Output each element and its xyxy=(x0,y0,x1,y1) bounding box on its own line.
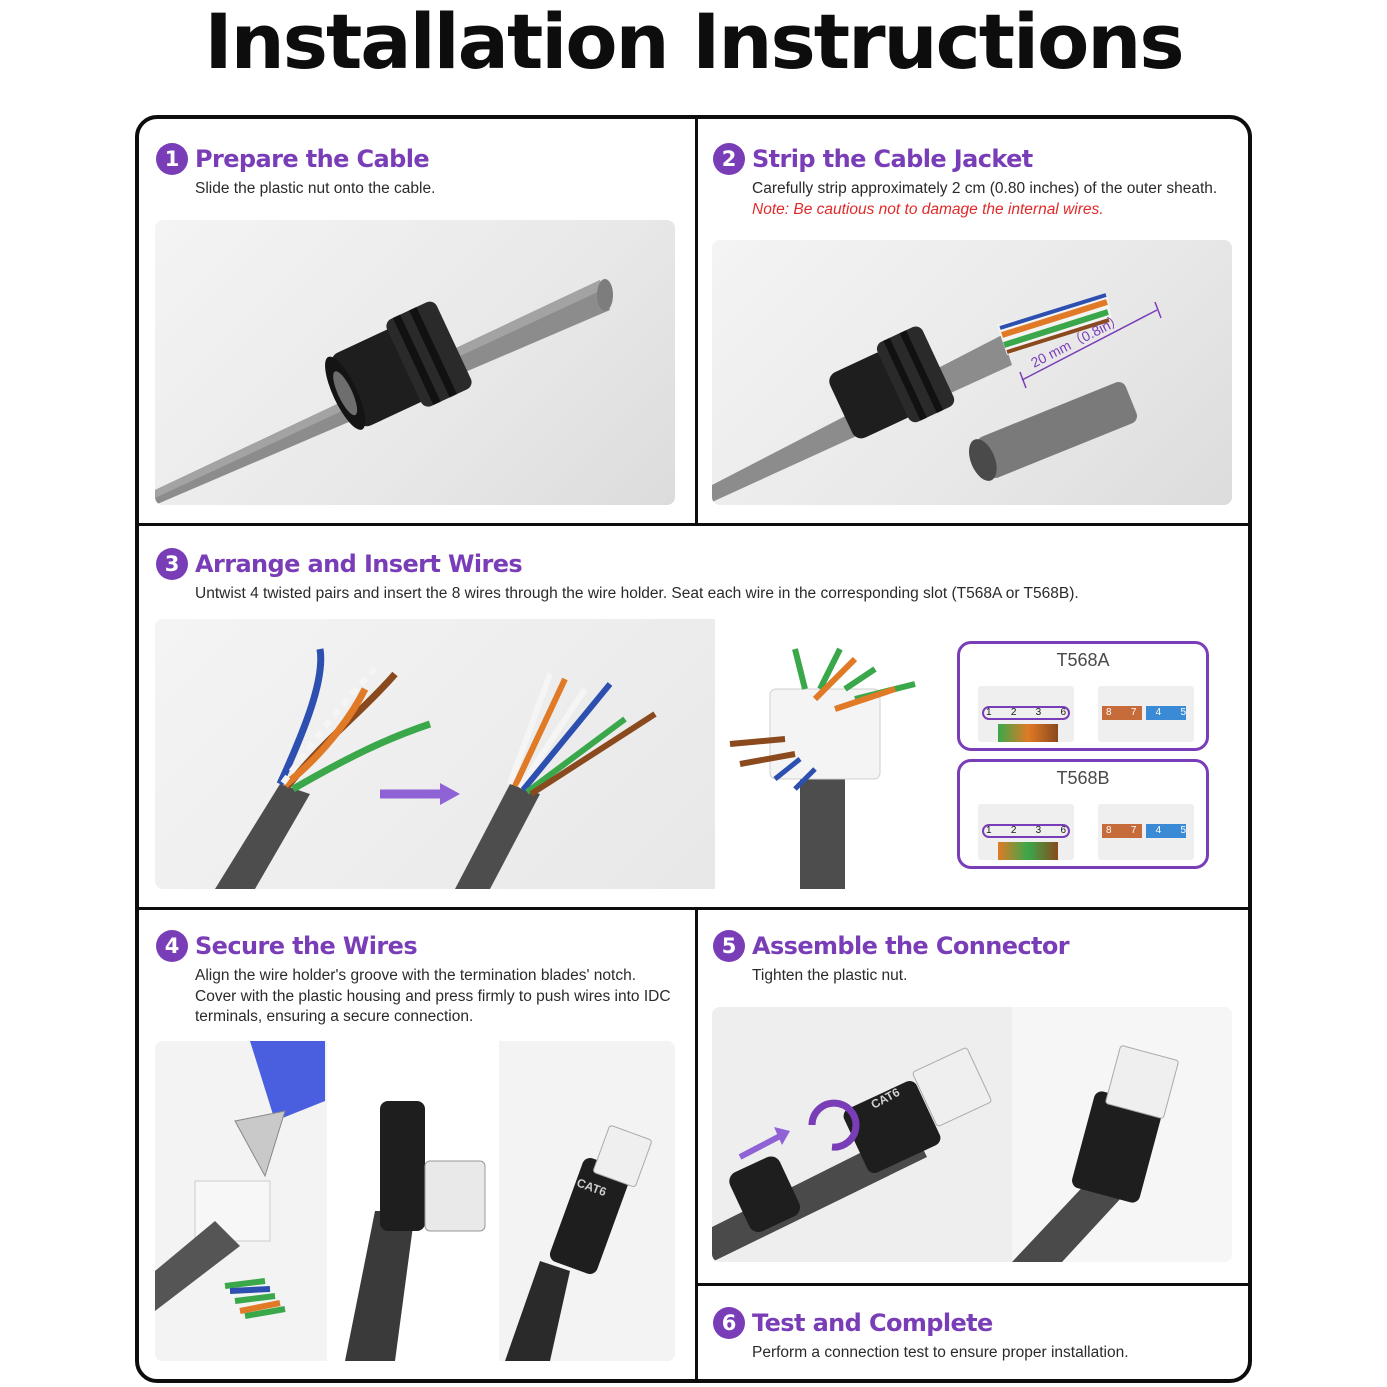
pin-label: 1 xyxy=(986,707,992,718)
step-number-badge: 6 xyxy=(713,1307,745,1339)
step-title: Arrange and Insert Wires xyxy=(195,550,523,578)
pin-label: 3 xyxy=(1035,825,1042,836)
wire-arrangement-photo: T568A 1 2 3 6 8 7 4 5 xyxy=(155,619,1232,889)
pin-label: 6 xyxy=(1060,707,1066,718)
t568b-panel: T568B 1 2 3 6 8 7 4 5 xyxy=(957,759,1209,869)
pin-label: 8 xyxy=(1106,825,1112,836)
divider xyxy=(695,1283,1248,1286)
standard-label: T568A xyxy=(1056,650,1110,670)
step-description: Untwist 4 twisted pairs and insert the 8… xyxy=(195,585,1079,602)
step-description: Slide the plastic nut onto the cable. xyxy=(195,180,436,197)
step-5: 5 Assemble the Connector Tighten the pla… xyxy=(713,930,1243,987)
divider xyxy=(695,907,698,1379)
step-number-badge: 2 xyxy=(713,143,745,175)
step-number-badge: 1 xyxy=(156,143,188,175)
step-3: 3 Arrange and Insert Wires Untwist 4 twi… xyxy=(156,548,1236,605)
step-title: Strip the Cable Jacket xyxy=(752,145,1033,173)
pin-label: 4 xyxy=(1155,707,1162,718)
plastic-nut xyxy=(325,301,472,430)
divider xyxy=(695,119,698,523)
pin-label: 8 xyxy=(1106,707,1112,718)
step-title: Secure the Wires xyxy=(195,932,418,960)
step-1: 1 Prepare the Cable Slide the plastic nu… xyxy=(156,143,676,200)
step-title: Test and Complete xyxy=(752,1309,993,1337)
pin-label: 7 xyxy=(1130,825,1137,836)
step-number-badge: 4 xyxy=(156,930,188,962)
pin-label: 5 xyxy=(1180,825,1186,836)
assemble-connector-photo: CAT6 xyxy=(712,1007,1232,1262)
divider xyxy=(139,523,1248,526)
step-number-badge: 3 xyxy=(156,548,188,580)
stripped-cable-photo: 20 mm（0.8in） xyxy=(712,240,1232,505)
pin-label: 3 xyxy=(1035,707,1042,718)
pin-label: 2 xyxy=(1010,825,1017,836)
secure-wires-photo: CAT6 xyxy=(155,1041,675,1361)
step-number-badge: 5 xyxy=(713,930,745,962)
pin-label: 6 xyxy=(1060,825,1066,836)
step-description: Tighten the plastic nut. xyxy=(752,967,908,984)
instructions-frame: 1 Prepare the Cable Slide the plastic nu… xyxy=(135,115,1252,1383)
step-title: Prepare the Cable xyxy=(195,145,430,173)
warning-note: Note: Be cautious not to damage the inte… xyxy=(752,200,1104,218)
step-description: Perform a connection test to ensure prop… xyxy=(752,1344,1129,1361)
cable-nut-photo xyxy=(155,220,675,505)
step-4: 4 Secure the Wires Align the wire holder… xyxy=(156,930,686,1028)
page-title: Installation Instructions xyxy=(204,0,1184,86)
standard-label: T568B xyxy=(1056,768,1110,788)
pin-label: 4 xyxy=(1155,825,1162,836)
pin-label: 2 xyxy=(1010,707,1017,718)
step-description: Carefully strip approximately 2 cm (0.80… xyxy=(752,180,1218,197)
step-6: 6 Test and Complete Perform a connection… xyxy=(713,1307,1243,1364)
divider xyxy=(139,907,1248,910)
pin-label: 5 xyxy=(1180,707,1186,718)
t568a-panel: T568A 1 2 3 6 8 7 4 5 xyxy=(957,641,1209,751)
step-2: 2 Strip the Cable Jacket Carefully strip… xyxy=(713,143,1243,220)
step-title: Assemble the Connector xyxy=(752,932,1070,960)
pin-label: 7 xyxy=(1130,707,1137,718)
step-description: Align the wire holder's groove with the … xyxy=(195,967,671,1025)
pin-label: 1 xyxy=(986,825,992,836)
